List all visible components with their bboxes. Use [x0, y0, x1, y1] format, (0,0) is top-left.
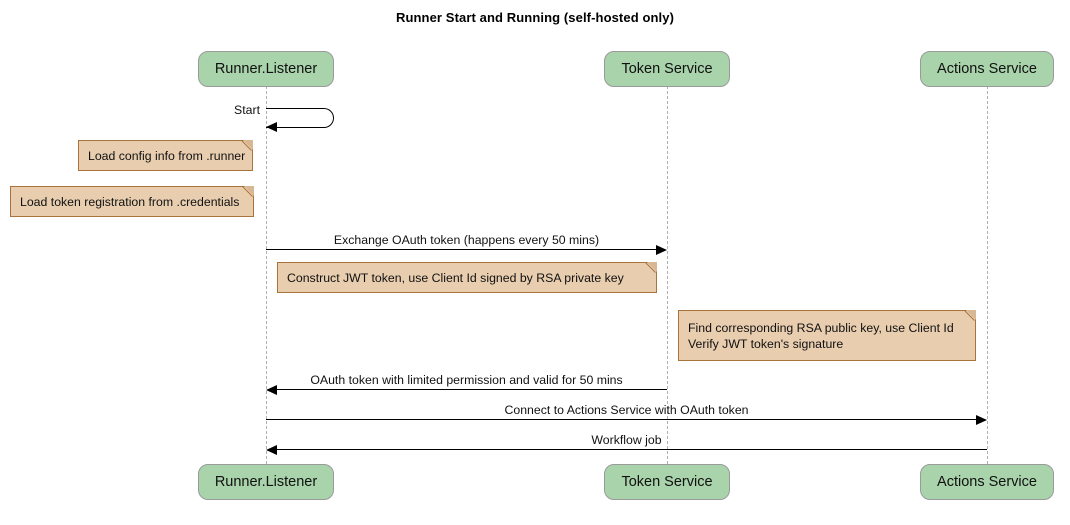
message-arrowhead-start: [266, 122, 277, 132]
participant-actions-bottom[interactable]: Actions Service: [920, 464, 1054, 500]
message-label-start: Start: [234, 103, 260, 117]
note-fold-icon: [966, 310, 976, 320]
note-load-token-registration: Load token registration from .credential…: [10, 186, 254, 217]
message-arrowhead-workflow-job: [266, 445, 277, 455]
note-line: Verify JWT token's signature: [688, 336, 844, 351]
lifeline-runner: [266, 86, 267, 464]
message-label-connect-actions: Connect to Actions Service with OAuth to…: [504, 403, 749, 417]
note-fold-icon: [243, 140, 253, 150]
page-title: Runner Start and Running (self-hosted on…: [395, 10, 675, 25]
lifeline-actions: [987, 86, 988, 464]
note-line: Construct JWT token, use Client Id signe…: [287, 270, 624, 285]
message-line-oauth-token-reply: [277, 389, 667, 390]
note-fold-icon: [647, 262, 657, 272]
participant-label: Actions Service: [937, 474, 1037, 490]
message-arrowhead-oauth-token-reply: [266, 385, 277, 395]
participant-label: Token Service: [621, 474, 713, 490]
participant-label: Actions Service: [937, 61, 1037, 77]
message-line-workflow-job: [277, 449, 987, 450]
message-arrowhead-exchange-oauth: [656, 245, 667, 255]
message-arrowhead-connect-actions: [976, 415, 987, 425]
participant-token-bottom[interactable]: Token Service: [604, 464, 730, 500]
participant-runner-top[interactable]: Runner.Listener: [198, 51, 334, 87]
message-line-connect-actions: [266, 419, 976, 420]
participant-token-top[interactable]: Token Service: [604, 51, 730, 87]
note-construct-jwt: Construct JWT token, use Client Id signe…: [277, 262, 657, 293]
participant-runner-bottom[interactable]: Runner.Listener: [198, 464, 334, 500]
note-verify-jwt: Find corresponding RSA public key, use C…: [678, 310, 976, 361]
note-line: Load token registration from .credential…: [20, 194, 240, 209]
lifeline-token: [667, 86, 668, 464]
participant-label: Runner.Listener: [214, 61, 318, 77]
participant-label: Token Service: [621, 61, 713, 77]
message-label-oauth-token-reply: OAuth token with limited permission and …: [310, 373, 623, 387]
message-label-workflow-job: Workflow job: [591, 433, 662, 447]
message-label-exchange-oauth: Exchange OAuth token (happens every 50 m…: [333, 233, 600, 247]
message-line-exchange-oauth: [266, 249, 656, 250]
participant-actions-top[interactable]: Actions Service: [920, 51, 1054, 87]
note-load-config: Load config info from .runner: [78, 140, 253, 171]
message-self-loop-start: [266, 108, 334, 128]
note-line: Load config info from .runner: [88, 148, 246, 163]
note-line: Find corresponding RSA public key, use C…: [688, 320, 954, 335]
note-fold-icon: [244, 186, 254, 196]
participant-label: Runner.Listener: [214, 474, 318, 490]
